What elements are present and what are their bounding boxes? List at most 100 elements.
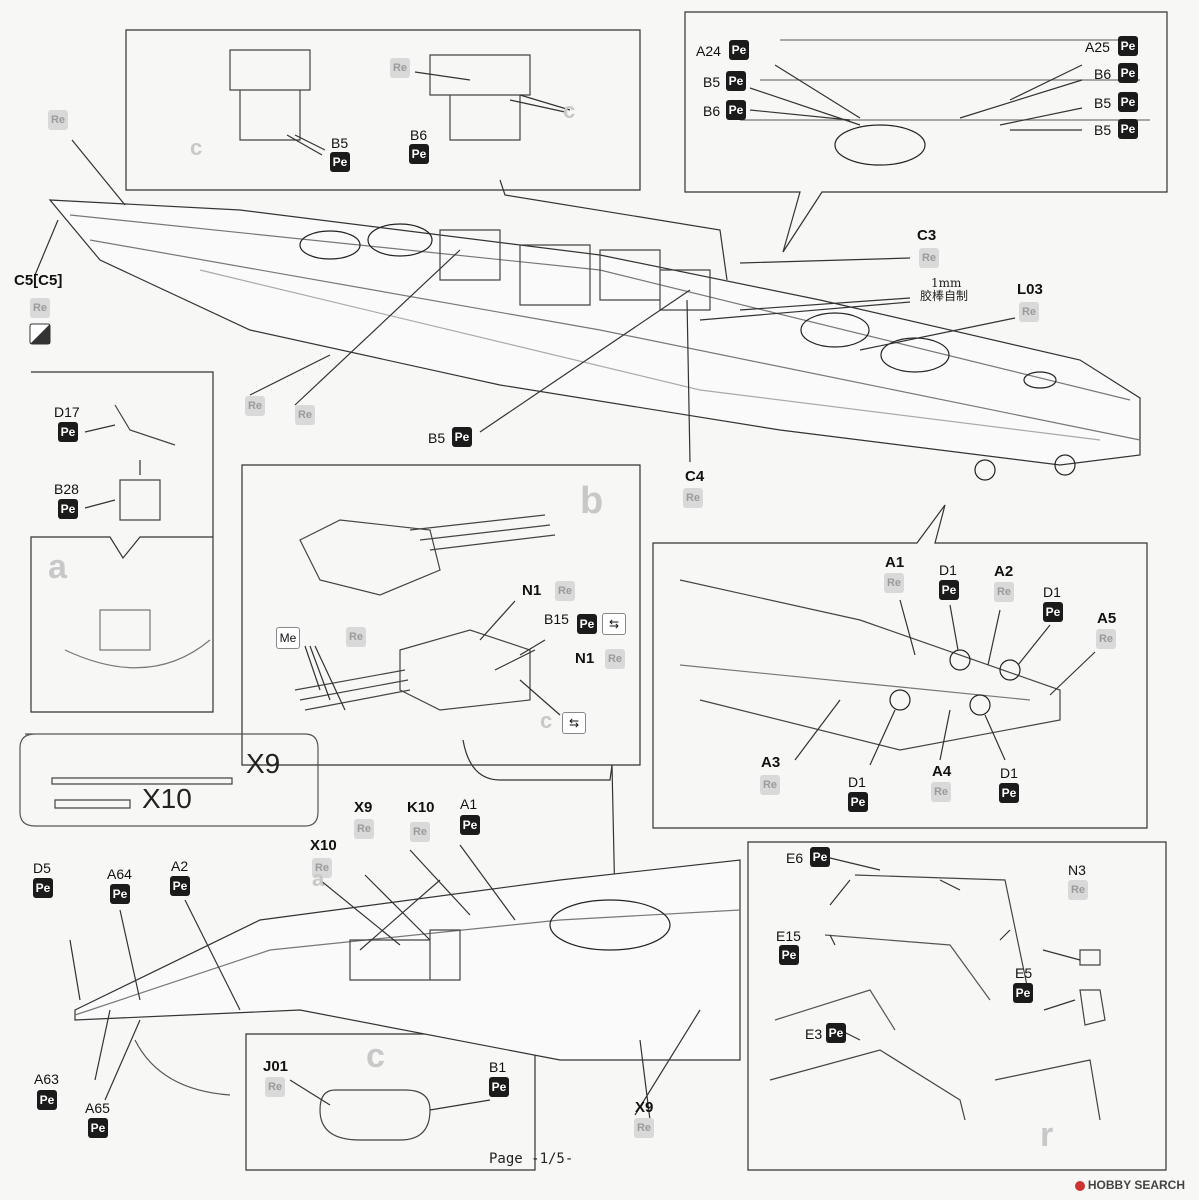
watermark-text: HOBBY SEARCH [1087, 1178, 1185, 1192]
re-tag: Re [410, 822, 430, 842]
step-letter-r: r [1040, 1116, 1054, 1154]
part-label-b5: B5 [331, 135, 349, 151]
inset-frame-a [30, 371, 214, 713]
pe-tag: Pe [33, 878, 53, 898]
inset-frame-crane [747, 841, 1167, 1171]
watermark-logo-icon [1074, 1180, 1085, 1191]
part-label-x9: X9 [354, 799, 373, 816]
pe-tag: Pe [1118, 92, 1138, 112]
pe-tag: Pe [1118, 36, 1138, 56]
pe-tag: Pe [1013, 983, 1033, 1003]
pe-tag: Pe [110, 884, 130, 904]
part-label-d17: D17 [54, 404, 80, 420]
rod-self-made-note: 胶棒自制 [920, 289, 969, 303]
part-label-x9: X9 [246, 748, 281, 779]
re-tag: Re [634, 1118, 654, 1138]
re-tag: Re [1019, 302, 1039, 322]
pe-tag: Pe [58, 499, 78, 519]
re-tag: Re [295, 405, 315, 425]
rod-size-note: 1mm [931, 276, 962, 290]
pe-tag: Pe [577, 614, 597, 634]
swap-arrows-icon: ⇆ [562, 712, 586, 734]
part-label-a24: A24 [696, 43, 721, 59]
pe-tag: Pe [726, 71, 746, 91]
part-label-a63: A63 [34, 1071, 59, 1087]
re-tag: Re [354, 819, 374, 839]
pe-tag: Pe [999, 783, 1019, 803]
page-number: Page -1/5- [489, 1151, 574, 1167]
part-label-d1: D1 [1000, 765, 1018, 781]
re-tag: Re [48, 110, 68, 130]
step-letter-a: a [312, 866, 325, 891]
inset-frame-top-right [684, 11, 1168, 253]
re-tag: Re [346, 627, 366, 647]
re-tag: Re [312, 858, 332, 878]
re-tag: Re [390, 58, 410, 78]
part-label-j01: J01 [263, 1058, 289, 1075]
part-label-b5: B5 [1094, 122, 1112, 138]
part-label-b6: B6 [1094, 66, 1112, 82]
re-tag: Re [760, 775, 780, 795]
part-label-d1: D1 [1043, 584, 1061, 600]
part-label-l03: L03 [1017, 281, 1043, 298]
re-tag: Re [30, 298, 50, 318]
part-label-d5: D5 [33, 860, 51, 876]
part-label-a3: A3 [761, 754, 781, 771]
pe-tag: Pe [779, 945, 799, 965]
re-tag: Re [884, 573, 904, 593]
pe-tag: Pe [729, 40, 749, 60]
pe-tag: Pe [409, 144, 429, 164]
pe-tag: Pe [726, 100, 746, 120]
part-label-a5: A5 [1097, 610, 1117, 627]
re-tag: Re [1096, 629, 1116, 649]
swap-arrows-icon: ⇆ [602, 613, 626, 635]
pe-tag: Pe [58, 422, 78, 442]
pe-tag: Pe [826, 1023, 846, 1043]
pe-tag: Pe [88, 1118, 108, 1138]
inset-frame-top-left [125, 29, 641, 191]
pe-tag: Pe [1118, 63, 1138, 83]
watermark: HOBBY SEARCH [1074, 1178, 1185, 1192]
step-letter-c: c [540, 708, 553, 733]
part-label-c4: C4 [685, 468, 705, 485]
part-label-a65: A65 [85, 1100, 110, 1116]
inset-frame-x [19, 733, 319, 827]
part-label-c3: C3 [917, 227, 937, 244]
diagonal-split-swatch-icon [29, 323, 51, 345]
re-tag: Re [931, 782, 951, 802]
inset-frame-turret [241, 464, 641, 766]
part-label-x9: X9 [635, 1099, 654, 1116]
re-tag: Re [555, 581, 575, 601]
pe-tag: Pe [330, 152, 350, 172]
pe-tag: Pe [939, 580, 959, 600]
part-label-e5: E5 [1015, 965, 1033, 981]
part-label-b15: B15 [544, 611, 569, 627]
inset-frame-c [245, 1033, 536, 1171]
me-tag: Me [276, 627, 300, 649]
part-label-a64: A64 [107, 866, 132, 882]
pe-tag: Pe [1043, 602, 1063, 622]
part-label-b28: B28 [54, 481, 79, 497]
part-label-n1: N1 [522, 582, 542, 599]
part-label-n1: N1 [575, 650, 595, 667]
part-label-b6: B6 [703, 103, 721, 119]
part-label-a2: A2 [171, 858, 189, 874]
re-tag: Re [605, 649, 625, 669]
part-label-d1: D1 [848, 774, 866, 790]
pe-tag: Pe [460, 815, 480, 835]
re-tag: Re [994, 582, 1014, 602]
re-tag: Re [265, 1077, 285, 1097]
part-label-d1: D1 [939, 562, 957, 578]
part-label-a2: A2 [994, 563, 1014, 580]
pe-tag: Pe [848, 792, 868, 812]
pe-tag: Pe [810, 847, 830, 867]
step-letter-c: c [366, 1037, 385, 1075]
pe-tag: Pe [452, 427, 472, 447]
part-label-e3: E3 [805, 1026, 823, 1042]
part-label-k10: K10 [407, 799, 435, 816]
re-tag: Re [919, 248, 939, 268]
part-label-b5: B5 [428, 430, 446, 446]
re-tag: Re [683, 488, 703, 508]
part-label-a25: A25 [1085, 39, 1110, 55]
